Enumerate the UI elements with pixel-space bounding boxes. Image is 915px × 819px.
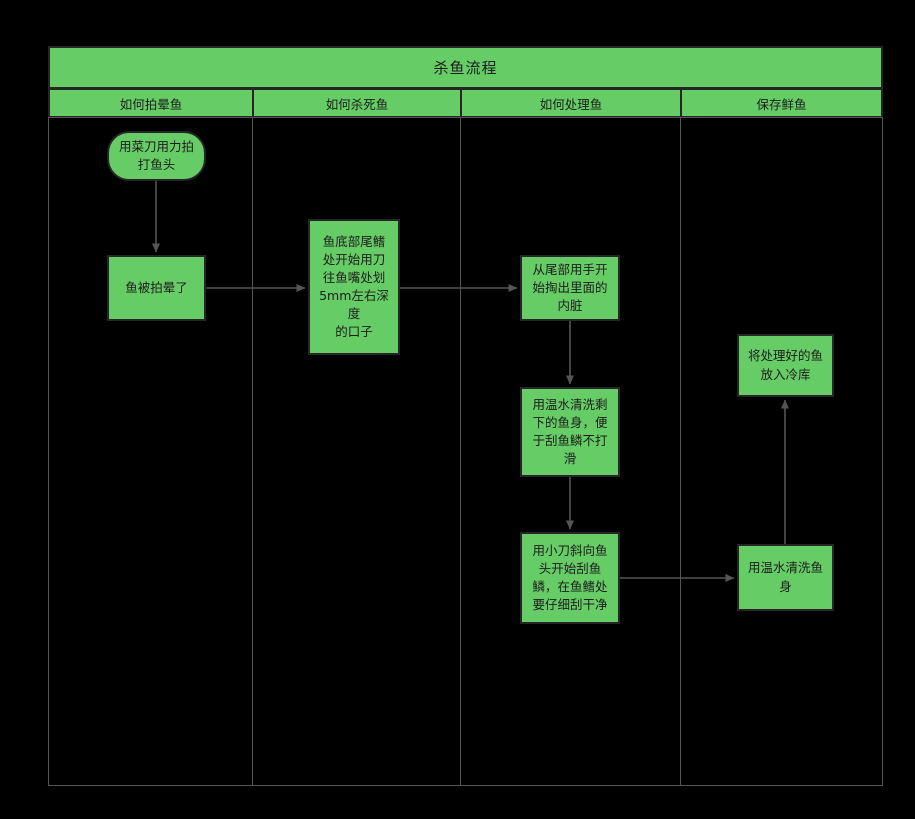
lane-header-how-to-stun-fish[interactable]: 如何拍晕鱼: [50, 90, 254, 116]
node-remove-innards[interactable]: 从尾部用手开 始掏出里面的 内脏: [520, 255, 620, 321]
lane-body-how-to-process-fish: [461, 118, 681, 785]
lane-body-preserve-fresh-fish: [681, 118, 880, 785]
lane-body-how-to-stun-fish: [49, 118, 253, 785]
lane-body-row: [48, 117, 883, 786]
lane-header-preserve-fresh-fish[interactable]: 保存鲜鱼: [682, 90, 881, 116]
lane-header-row: 如何拍晕鱼 如何杀死鱼 如何处理鱼 保存鲜鱼: [48, 88, 883, 118]
node-wash-fish-warm-water[interactable]: 用温水清洗鱼 身: [737, 544, 834, 611]
swimlane-frame: 杀鱼流程 如何拍晕鱼 如何杀死鱼 如何处理鱼 保存鲜鱼: [48, 46, 883, 786]
diagram-title: 杀鱼流程: [48, 46, 883, 89]
node-cut-from-tail-fin[interactable]: 鱼底部尾鳍 处开始用刀 往鱼嘴处划 5mm左右深度 的口子: [308, 219, 400, 355]
node-rinse-body-warm-water[interactable]: 用温水清洗剩 下的鱼身，便 于刮鱼鳞不打 滑: [520, 387, 620, 477]
node-store-in-cold-room[interactable]: 将处理好的鱼 放入冷库: [737, 334, 834, 397]
lane-header-how-to-process-fish[interactable]: 如何处理鱼: [462, 90, 682, 116]
lane-body-how-to-kill-fish: [253, 118, 461, 785]
lane-header-how-to-kill-fish[interactable]: 如何杀死鱼: [254, 90, 462, 116]
node-scrape-scales[interactable]: 用小刀斜向鱼 头开始刮鱼 鳞，在鱼鳍处 要仔细刮干净: [520, 532, 620, 624]
node-fish-stunned[interactable]: 鱼被拍晕了: [107, 255, 206, 321]
node-hit-fish-head[interactable]: 用菜刀用力拍 打鱼头: [107, 131, 206, 181]
